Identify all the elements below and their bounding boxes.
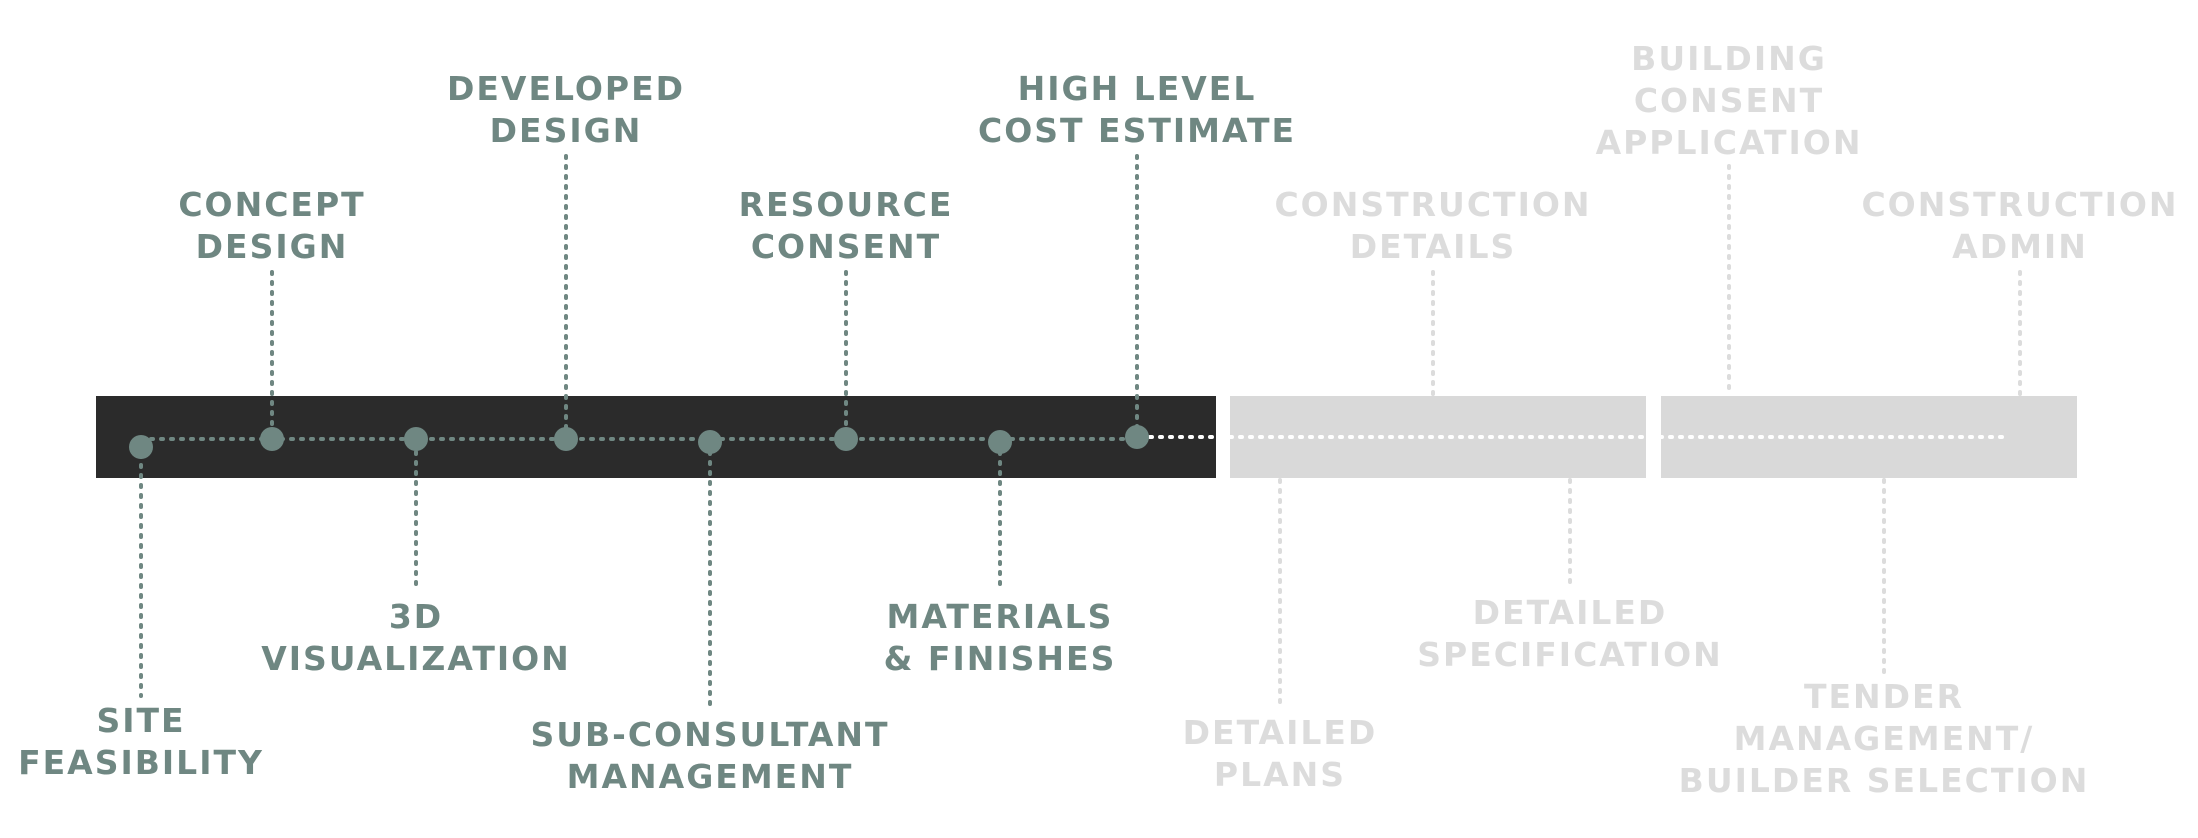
label-line: CONSENT	[750, 227, 942, 266]
label-line: DESIGN	[489, 111, 643, 150]
node-concept	[260, 427, 284, 451]
label-high-level-cost-estimate: HIGH LEVEL COST ESTIMATE	[978, 68, 1296, 152]
label-line: SPECIFICATION	[1417, 635, 1723, 674]
label-materials-finishes: MATERIALS & FINISHES	[884, 596, 1117, 680]
label-line: CONSTRUCTION	[1274, 185, 1592, 224]
label-line: & FINISHES	[883, 639, 1117, 678]
label-sub-consultant-management: SUB-CONSULTANT MANAGEMENT	[530, 714, 889, 798]
label-line: DESIGN	[195, 227, 349, 266]
label-construction-details: CONSTRUCTION DETAILS	[1274, 184, 1591, 268]
label-line: DETAILED	[1182, 713, 1378, 752]
label-line: 3D	[388, 597, 444, 636]
label-resource-consent: RESOURCE CONSENT	[739, 184, 954, 268]
label-line: BUILDING	[1631, 39, 1827, 78]
label-tender-management: TENDER MANAGEMENT/ BUILDER SELECTION	[1679, 676, 2090, 802]
label-line: DETAILED	[1472, 593, 1668, 632]
label-line: CONCEPT	[178, 185, 366, 224]
label-line: CONSTRUCTION	[1861, 185, 2179, 224]
label-site-feasibility: SITE FEASIBILITY	[18, 700, 264, 784]
label-line: COST ESTIMATE	[977, 111, 1297, 150]
label-line: RESOURCE	[738, 185, 954, 224]
label-3d-visualization: 3D VISUALIZATION	[261, 596, 571, 680]
label-line: BUILDER SELECTION	[1678, 761, 2090, 800]
label-detailed-plans: DETAILED PLANS	[1183, 712, 1378, 796]
node-developed	[554, 427, 578, 451]
label-line: VISUALIZATION	[261, 639, 571, 678]
label-building-consent-application: BUILDING CONSENT APPLICATION	[1596, 38, 1863, 164]
label-line: APPLICATION	[1595, 123, 1863, 162]
label-developed-design: DEVELOPED DESIGN	[447, 68, 685, 152]
label-line: PLANS	[1213, 755, 1347, 794]
label-line: SITE	[96, 701, 186, 740]
node-subcon	[698, 430, 722, 454]
label-detailed-specification: DETAILED SPECIFICATION	[1417, 592, 1722, 676]
label-concept-design: CONCEPT DESIGN	[178, 184, 365, 268]
label-line: SUB-CONSULTANT	[530, 715, 890, 754]
label-line: ADMIN	[1952, 227, 2088, 266]
label-line: DETAILS	[1349, 227, 1517, 266]
label-line: MATERIALS	[886, 597, 1114, 636]
node-resource	[834, 427, 858, 451]
label-line: FEASIBILITY	[18, 743, 264, 782]
label-construction-admin: CONSTRUCTION ADMIN	[1861, 184, 2178, 268]
node-site	[129, 435, 153, 459]
node-materials	[988, 430, 1012, 454]
label-line: HIGH LEVEL	[1017, 69, 1257, 108]
label-line: MANAGEMENT/	[1733, 719, 2035, 758]
milestone-nodes	[129, 425, 1149, 459]
node-cost	[1125, 425, 1149, 449]
node-viz	[404, 427, 428, 451]
label-line: CONSENT	[1633, 81, 1825, 120]
connector-lines	[139, 154, 2022, 714]
label-line: TENDER	[1803, 677, 1965, 716]
label-line: MANAGEMENT	[566, 757, 854, 796]
label-line: DEVELOPED	[446, 69, 686, 108]
